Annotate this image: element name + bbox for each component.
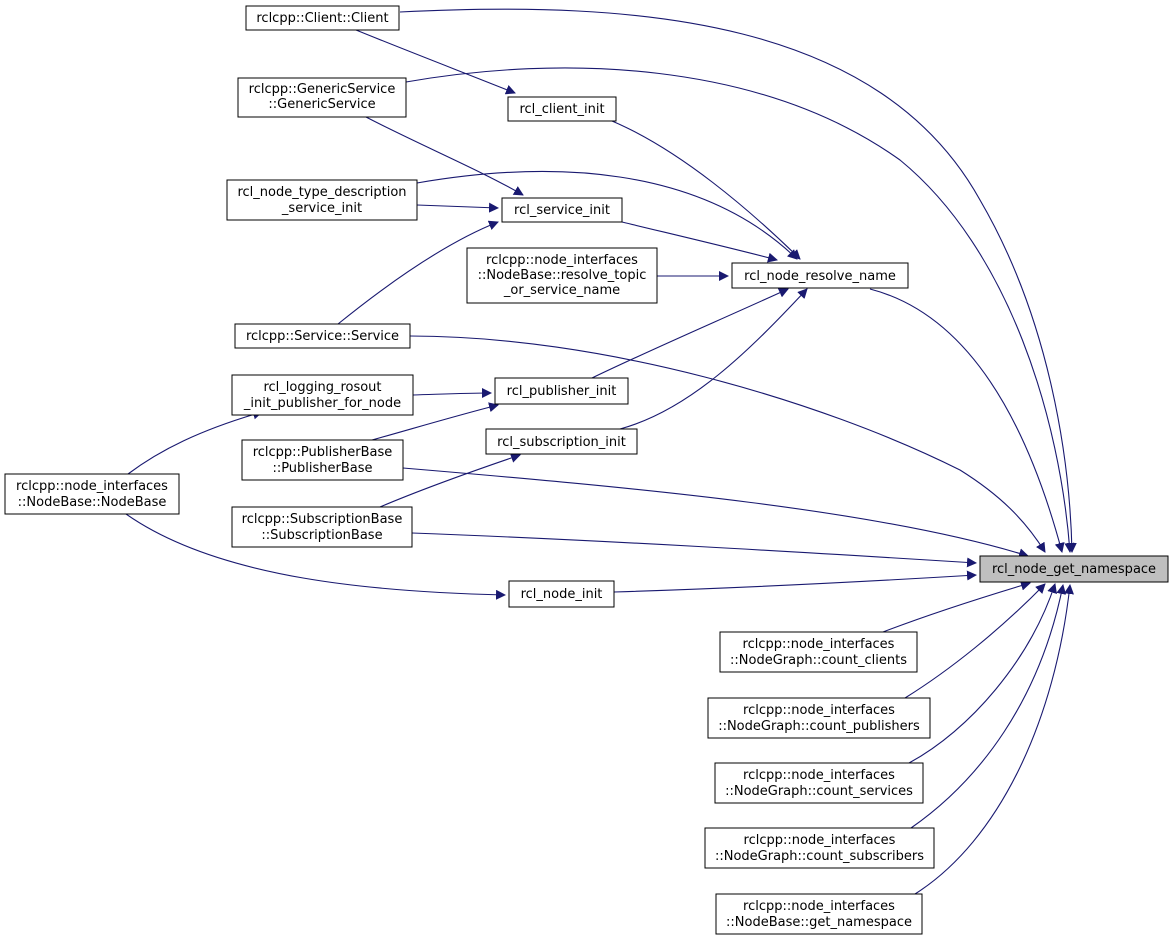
node-label: _init_publisher_for_node bbox=[243, 396, 401, 411]
node-label: rclcpp::node_interfaces bbox=[486, 253, 638, 268]
edge-client-init-to-resolve-name bbox=[611, 120, 801, 260]
edge-client-to-client-init bbox=[355, 29, 516, 95]
edge-node-init-to-get-namespace bbox=[613, 570, 977, 593]
edge-service-init-to-resolve-name bbox=[621, 221, 778, 263]
node-label: rcl_node_init bbox=[521, 587, 603, 602]
edge-subscription-base-to-subscription-init bbox=[379, 453, 521, 508]
node-service-service[interactable]: rclcpp::Service::Service bbox=[234, 323, 411, 349]
node-label: rclcpp::SubscriptionBase bbox=[242, 512, 403, 527]
node-label: rcl_node_get_namespace bbox=[992, 562, 1156, 577]
node-label: rcl_client_init bbox=[519, 102, 604, 117]
edge-type-desc-to-service-init bbox=[416, 202, 499, 213]
node-rcl-node-get-namespace[interactable]: rcl_node_get_namespace bbox=[979, 555, 1169, 583]
node-label: rclcpp::GenericService bbox=[249, 82, 396, 97]
node-label: rclcpp::node_interfaces bbox=[743, 899, 895, 914]
node-rcl-logging-rosout-init-publisher[interactable]: rcl_logging_rosout _init_publisher_for_n… bbox=[231, 374, 414, 416]
edge-service-to-get-namespace bbox=[409, 335, 1046, 553]
node-label: rclcpp::node_interfaces bbox=[16, 479, 168, 494]
edge-publisher-base-to-get-namespace bbox=[402, 467, 1029, 559]
node-label: rclcpp::node_interfaces bbox=[743, 768, 895, 783]
node-label: ::GenericService bbox=[268, 97, 375, 112]
node-label: rcl_service_init bbox=[514, 203, 610, 218]
node-count-subscribers[interactable]: rclcpp::node_interfaces ::NodeGraph::cou… bbox=[704, 827, 935, 869]
node-label: rcl_logging_rosout bbox=[263, 380, 381, 395]
node-label: ::SubscriptionBase bbox=[261, 528, 382, 543]
node-label: ::NodeBase::NodeBase bbox=[18, 495, 167, 510]
node-label: rclcpp::Client::Client bbox=[256, 11, 388, 26]
node-rcl-client-init[interactable]: rcl_client_init bbox=[507, 96, 617, 122]
node-label: ::NodeBase::get_namespace bbox=[726, 915, 912, 930]
edge-type-desc-to-resolve-name bbox=[416, 171, 798, 260]
edge-publisher-init-to-resolve-name bbox=[591, 288, 789, 379]
node-count-services[interactable]: rclcpp::node_interfaces ::NodeGraph::cou… bbox=[714, 762, 924, 804]
node-label: _service_init bbox=[281, 201, 362, 216]
node-label: rclcpp::node_interfaces bbox=[743, 637, 895, 652]
node-client-client[interactable]: rclcpp::Client::Client bbox=[245, 5, 400, 31]
edge-generic-service-to-get-namespace bbox=[405, 67, 1075, 553]
node-rcl-service-init[interactable]: rcl_service_init bbox=[501, 197, 623, 223]
node-label: rcl_publisher_init bbox=[507, 384, 617, 399]
node-subscription-base[interactable]: rclcpp::SubscriptionBase ::SubscriptionB… bbox=[231, 506, 413, 548]
node-label: ::NodeGraph::count_services bbox=[725, 784, 913, 799]
node-label: rcl_node_type_description bbox=[237, 185, 406, 200]
node-count-publishers[interactable]: rclcpp::node_interfaces ::NodeGraph::cou… bbox=[707, 697, 931, 739]
node-label: ::NodeBase::resolve_topic bbox=[478, 268, 647, 283]
node-label: rclcpp::node_interfaces bbox=[744, 833, 896, 848]
edges-layer bbox=[125, 8, 1077, 895]
node-count-clients[interactable]: rclcpp::node_interfaces ::NodeGraph::cou… bbox=[719, 631, 918, 673]
node-label: ::NodeGraph::count_publishers bbox=[718, 719, 920, 734]
edge-service-to-service-init bbox=[337, 220, 499, 325]
node-label: _or_service_name bbox=[503, 283, 620, 298]
node-nodebase-nodebase[interactable]: rclcpp::node_interfaces ::NodeBase::Node… bbox=[4, 473, 180, 515]
node-nodebase-get-namespace[interactable]: rclcpp::node_interfaces ::NodeBase::get_… bbox=[715, 893, 923, 935]
node-label: rcl_node_resolve_name bbox=[744, 269, 896, 284]
edge-nodebase-to-node-init bbox=[125, 513, 506, 600]
node-rcl-node-init[interactable]: rcl_node_init bbox=[508, 580, 615, 608]
edge-count-subscribers-to-get-namespace bbox=[910, 584, 1067, 829]
edge-count-publishers-to-get-namespace bbox=[904, 583, 1046, 699]
node-label: rcl_subscription_init bbox=[497, 435, 626, 450]
node-rcl-node-type-description-service-init[interactable]: rcl_node_type_description _service_init bbox=[226, 179, 418, 221]
node-resolve-topic-or-service-name[interactable]: rclcpp::node_interfaces ::NodeBase::reso… bbox=[466, 247, 658, 304]
node-label: ::NodeGraph::count_clients bbox=[730, 653, 907, 668]
edge-count-services-to-get-namespace bbox=[908, 583, 1057, 764]
node-label: ::PublisherBase bbox=[272, 461, 372, 476]
node-label: rclcpp::node_interfaces bbox=[743, 703, 895, 718]
edge-subscription-init-to-resolve-name bbox=[619, 288, 808, 430]
node-rcl-subscription-init[interactable]: rcl_subscription_init bbox=[485, 428, 638, 455]
node-rcl-publisher-init[interactable]: rcl_publisher_init bbox=[494, 377, 629, 405]
edge-count-clients-to-get-namespace bbox=[882, 580, 1031, 633]
edge-publisher-base-to-publisher-init bbox=[371, 402, 499, 441]
node-label: rclcpp::PublisherBase bbox=[253, 445, 393, 460]
edge-subscription-base-to-get-namespace bbox=[411, 532, 977, 568]
edge-resolve-name-to-get-namespace bbox=[869, 288, 1065, 553]
edge-generic-service-to-service-init bbox=[365, 116, 524, 196]
edge-client-to-get-namespace bbox=[399, 8, 1077, 553]
edge-rosout-to-publisher-init bbox=[412, 388, 492, 399]
edge-nodebase-get-namespace-to-get-namespace bbox=[914, 584, 1074, 895]
node-publisher-base[interactable]: rclcpp::PublisherBase ::PublisherBase bbox=[241, 439, 404, 481]
node-rcl-node-resolve-name[interactable]: rcl_node_resolve_name bbox=[731, 262, 909, 289]
node-generic-service[interactable]: rclcpp::GenericService ::GenericService bbox=[237, 77, 407, 118]
edge-nodebase-to-rosout bbox=[127, 409, 263, 475]
node-label: rclcpp::Service::Service bbox=[246, 329, 399, 344]
node-label: ::NodeGraph::count_subscribers bbox=[715, 849, 924, 864]
